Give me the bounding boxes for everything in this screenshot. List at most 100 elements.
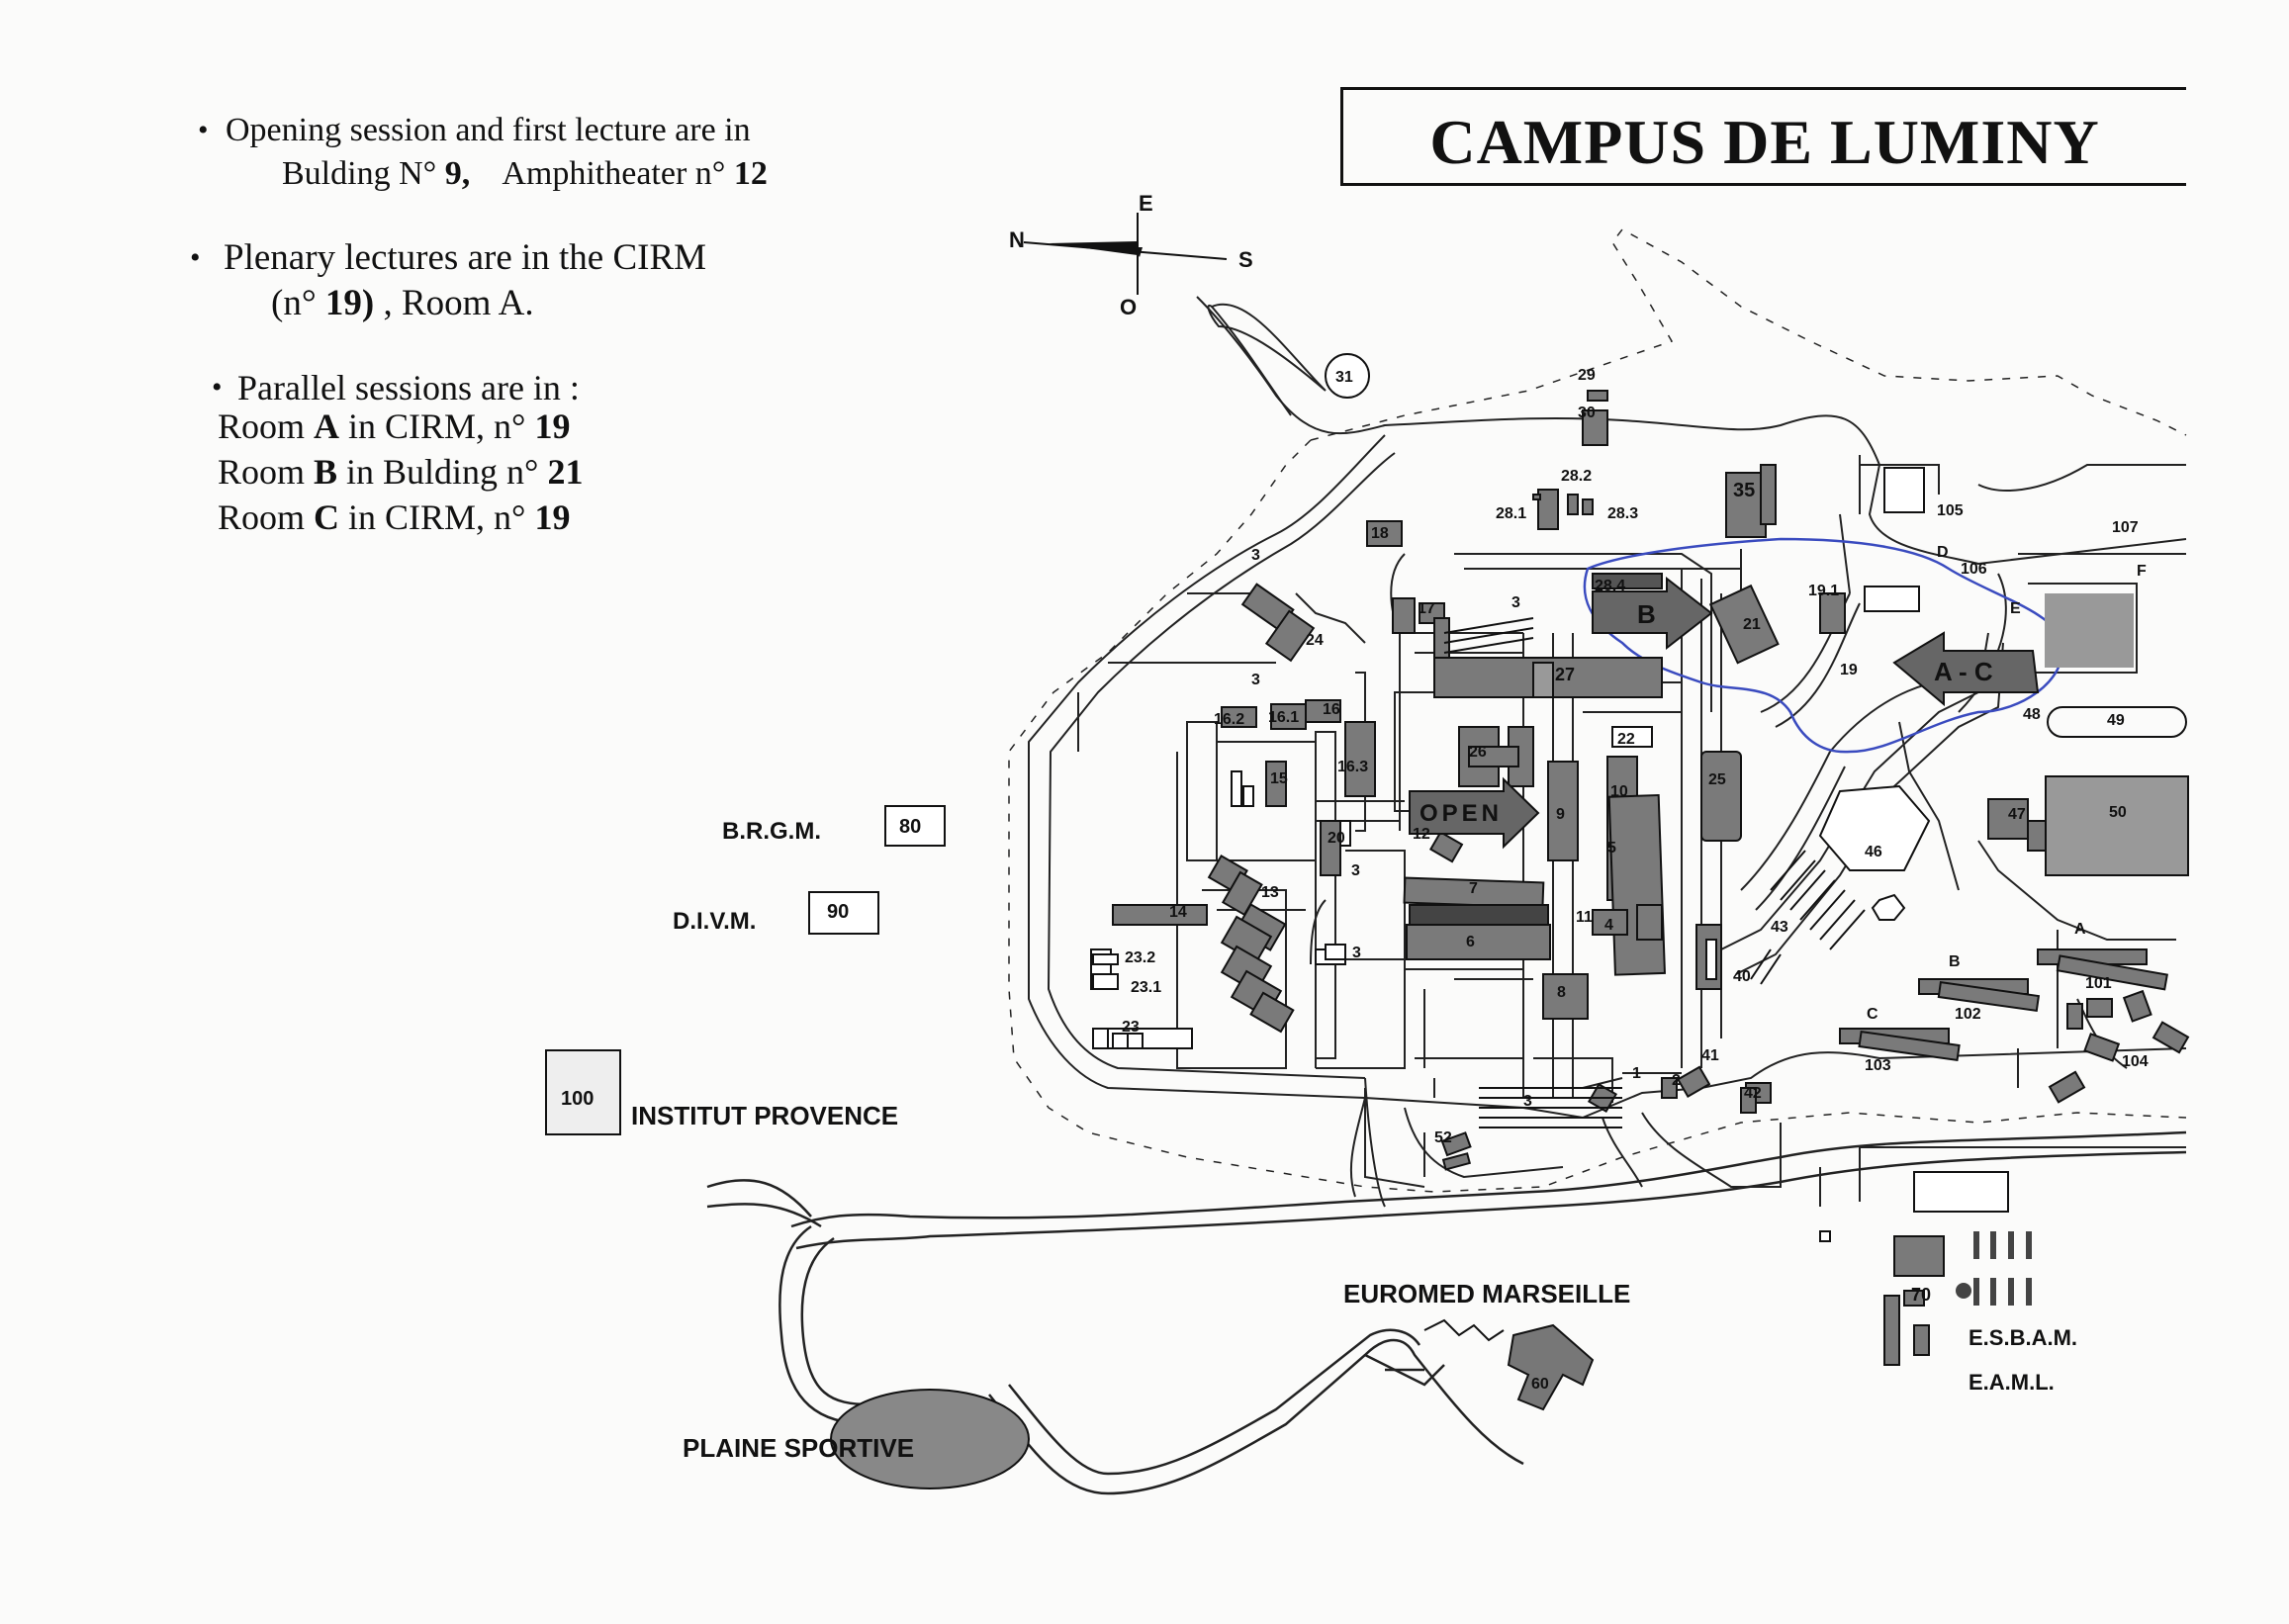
room-letter: C bbox=[314, 497, 340, 537]
building-label: 3 bbox=[1523, 1093, 1532, 1110]
place-labels: B.R.G.M. 80 D.I.V.M. 90 100 INSTITUT PRO… bbox=[561, 816, 2077, 1463]
institut-label: INSTITUT PROVENCE bbox=[631, 1101, 898, 1130]
note-plenary-line2: (n° 19) , Room A. bbox=[210, 283, 534, 323]
building-label: 41 bbox=[1701, 1047, 1719, 1064]
building-label: 19.1 bbox=[1808, 583, 1839, 599]
building-label: 106 bbox=[1961, 561, 1987, 578]
note-plenary: • Plenary lectures are in the CIRM (n° 1… bbox=[190, 235, 831, 326]
text-fragment: in CIRM, n° bbox=[339, 497, 535, 537]
euromed-building bbox=[1423, 1318, 1595, 1411]
text-fragment: (n° bbox=[271, 283, 325, 323]
building-label: F bbox=[2137, 563, 2147, 580]
compass-rose: N S E O bbox=[1009, 191, 1253, 319]
building-label: 102 bbox=[1955, 1006, 1981, 1023]
page-title: CAMPUS DE LUMINY bbox=[1429, 107, 2100, 177]
campus-boundary bbox=[1008, 228, 2187, 1193]
arrow-room-b: B bbox=[1592, 576, 1713, 651]
building-label: 12 bbox=[1413, 826, 1430, 843]
building-label: 28.3 bbox=[1607, 505, 1638, 522]
text-fragment: Amphitheater n° bbox=[470, 155, 734, 192]
building-label: 10 bbox=[1610, 783, 1628, 800]
building-label: 20 bbox=[1328, 830, 1345, 847]
bullet-icon: • bbox=[190, 241, 201, 274]
room-item-c: Room C in CIRM, n° 19 bbox=[218, 495, 831, 540]
bullet-icon: • bbox=[212, 371, 223, 404]
building-label: 26 bbox=[1469, 744, 1487, 761]
building-label: 42 bbox=[1744, 1085, 1762, 1102]
text-fragment: in Bulding n° bbox=[337, 452, 548, 492]
building-shapes bbox=[1090, 390, 2190, 1366]
highlight-outline bbox=[1583, 537, 2064, 754]
building-label: 7 bbox=[1469, 880, 1478, 897]
building-label: 16 bbox=[1323, 701, 1340, 718]
room-item-b: Room B in Bulding n° 21 bbox=[218, 449, 831, 495]
building-label: 28.2 bbox=[1561, 468, 1592, 485]
building-label: A bbox=[2074, 921, 2086, 938]
info-notes: • Opening session and first lecture are … bbox=[190, 109, 831, 540]
title-box: CAMPUS DE LUMINY bbox=[1340, 87, 2186, 186]
building-label: 43 bbox=[1771, 919, 1788, 936]
building-number: 9, bbox=[444, 155, 471, 192]
institut-box bbox=[545, 1049, 621, 1135]
building-label: 3 bbox=[1352, 945, 1361, 961]
building-label: 19 bbox=[1840, 662, 1858, 678]
note-opening-line2: Bulding N° 9, Amphitheater n° 12 bbox=[218, 152, 831, 196]
building-label: 16.3 bbox=[1337, 759, 1368, 775]
room-building-number: 19 bbox=[534, 406, 571, 446]
brgm-number: 80 bbox=[899, 816, 921, 838]
building-label: 29 bbox=[1578, 367, 1596, 384]
room-item-a: Room A in CIRM, n° 19 bbox=[218, 404, 831, 449]
room-letter: B bbox=[314, 452, 338, 492]
building-label: 52 bbox=[1434, 1129, 1452, 1146]
building-label: 107 bbox=[2112, 519, 2139, 536]
building-label: 16.2 bbox=[1214, 711, 1244, 728]
plaine-sportive-field bbox=[830, 1389, 1030, 1489]
text-fragment: Room bbox=[218, 406, 315, 446]
note-parallel-line1: Parallel sessions are in : bbox=[237, 368, 580, 407]
plaine-label: PLAINE SPORTIVE bbox=[683, 1433, 914, 1463]
compass-s-label: S bbox=[1238, 247, 1253, 272]
text-fragment: Bulding N° bbox=[282, 155, 445, 192]
building-label: 23.2 bbox=[1125, 949, 1155, 966]
building-label: 16.1 bbox=[1268, 709, 1299, 726]
building-label: 4 bbox=[1604, 917, 1613, 934]
building-label: 25 bbox=[1708, 771, 1726, 788]
brgm-label: B.R.G.M. bbox=[722, 818, 821, 845]
arrow-ac-label: A - C bbox=[1934, 657, 1993, 686]
building-31-circle bbox=[1325, 353, 1370, 399]
room-building-number: 21 bbox=[547, 452, 584, 492]
divm-box bbox=[808, 891, 879, 935]
compass-e-label: E bbox=[1139, 191, 1153, 216]
building-label: 18 bbox=[1371, 525, 1389, 542]
arrow-b-label: B bbox=[1637, 599, 1656, 629]
room-letter: A bbox=[314, 406, 340, 446]
building-label: 103 bbox=[1865, 1057, 1891, 1074]
building-label: 30 bbox=[1578, 405, 1596, 421]
building-label: 27 bbox=[1555, 665, 1575, 684]
building-label: 21 bbox=[1743, 616, 1761, 633]
building-label: C bbox=[1867, 1006, 1878, 1023]
brgm-box bbox=[884, 805, 946, 847]
euromed-label: EUROMED MARSEILLE bbox=[1343, 1279, 1630, 1308]
building-label: 3 bbox=[1251, 672, 1260, 688]
compass-n-label: N bbox=[1009, 227, 1025, 252]
cirm-number: 19) bbox=[324, 283, 375, 323]
building-label: 6 bbox=[1466, 934, 1475, 950]
institut-number: 100 bbox=[561, 1088, 594, 1110]
building-label: 14 bbox=[1169, 904, 1187, 921]
building-label: 101 bbox=[2085, 975, 2112, 992]
text-fragment: in CIRM, n° bbox=[339, 406, 535, 446]
room-list: Room A in CIRM, n° 19 Room B in Bulding … bbox=[216, 404, 831, 540]
building-label: 60 bbox=[1531, 1376, 1549, 1393]
note-opening-line1: Opening session and first lecture are in bbox=[226, 112, 751, 148]
arrow-room-ac: A - C bbox=[1892, 631, 2040, 707]
divm-label: D.I.V.M. bbox=[673, 908, 756, 935]
building-label: 105 bbox=[1937, 502, 1964, 519]
building-label: 1 bbox=[1632, 1065, 1641, 1082]
divm-number: 90 bbox=[827, 901, 849, 923]
bullet-icon: • bbox=[198, 114, 209, 146]
building-label: 47 bbox=[2008, 806, 2026, 823]
building-label: 49 bbox=[2107, 712, 2125, 729]
building-label: 9 bbox=[1556, 806, 1565, 823]
building-label: 50 bbox=[2109, 804, 2127, 821]
